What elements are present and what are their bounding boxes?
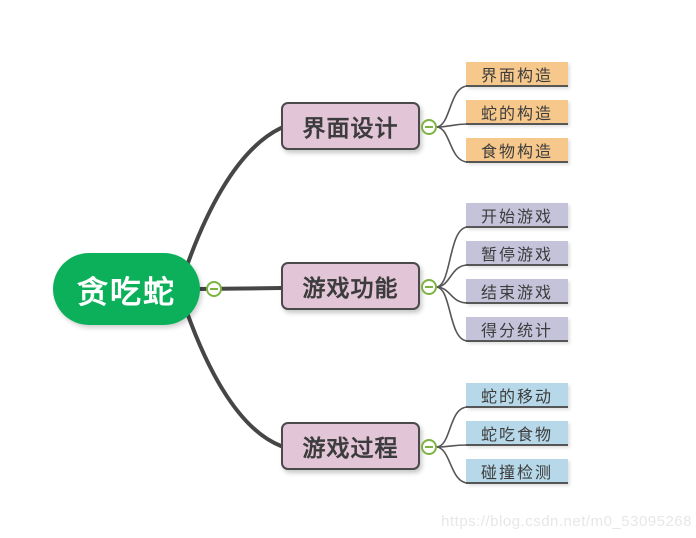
leaf-node[interactable]: 开始游戏: [466, 203, 568, 228]
connector-root-branch-3: [181, 299, 283, 448]
leaf-label: 暂停游戏: [480, 246, 553, 264]
minus-icon: [210, 288, 218, 290]
collapse-button-branch-3[interactable]: [421, 439, 437, 455]
leaf-label: 得分统计: [480, 322, 553, 340]
branch-game-functions[interactable]: 游戏功能: [281, 262, 420, 310]
connector-b2-leaf-4: [435, 286, 469, 342]
connector-b1-leaf-2: [435, 123, 469, 128]
connector-b1-leaf-1: [435, 85, 469, 128]
connector-b2-leaf-1: [435, 226, 469, 288]
leaf-node[interactable]: 碰撞检测: [466, 459, 568, 484]
leaf-node[interactable]: 蛇的构造: [466, 100, 568, 125]
collapse-button-root[interactable]: [206, 281, 222, 297]
connector-b2-leaf-2: [435, 264, 469, 288]
leaf-node[interactable]: 得分统计: [466, 317, 568, 342]
minus-icon: [425, 126, 433, 128]
branch-interface-design[interactable]: 界面设计: [281, 102, 420, 150]
leaf-label: 界面构造: [480, 67, 553, 85]
connector-root-branch-1: [181, 126, 283, 279]
connector-b3-leaf-3: [435, 446, 469, 484]
leaf-label: 结束游戏: [480, 284, 553, 302]
connector-b1-leaf-3: [435, 126, 469, 163]
collapse-button-branch-2[interactable]: [421, 279, 437, 295]
leaf-label: 食物构造: [480, 143, 553, 161]
leaf-node[interactable]: 食物构造: [466, 138, 568, 163]
branch-label: 游戏功能: [302, 275, 399, 301]
leaf-node[interactable]: 界面构造: [466, 62, 568, 87]
leaf-label: 蛇的移动: [480, 388, 553, 406]
connector-b3-leaf-1: [435, 406, 469, 448]
leaf-label: 碰撞检测: [480, 464, 553, 482]
leaf-node[interactable]: 蛇吃食物: [466, 421, 568, 446]
leaf-label: 蛇的构造: [480, 105, 553, 123]
leaf-node[interactable]: 结束游戏: [466, 279, 568, 304]
collapse-button-branch-1[interactable]: [421, 119, 437, 135]
connector-b2-leaf-3: [435, 286, 469, 304]
branch-leaf-connectors: [435, 85, 469, 484]
leaf-node[interactable]: 蛇的移动: [466, 383, 568, 408]
leaf-label: 开始游戏: [480, 208, 553, 226]
minus-icon: [425, 286, 433, 288]
branch-label: 界面设计: [302, 115, 399, 141]
root-topic[interactable]: 贪吃蛇: [53, 253, 200, 325]
watermark-url: https://blog.csdn.net/m0_53095268: [441, 513, 692, 530]
leaf-label: 蛇吃食物: [480, 426, 553, 444]
connector-b3-leaf-2: [435, 444, 469, 448]
minus-icon: [425, 446, 433, 448]
leaf-node[interactable]: 暂停游戏: [466, 241, 568, 266]
root-topic-label: 贪吃蛇: [77, 274, 176, 310]
branch-game-process[interactable]: 游戏过程: [281, 422, 420, 470]
branch-label: 游戏过程: [302, 435, 399, 461]
